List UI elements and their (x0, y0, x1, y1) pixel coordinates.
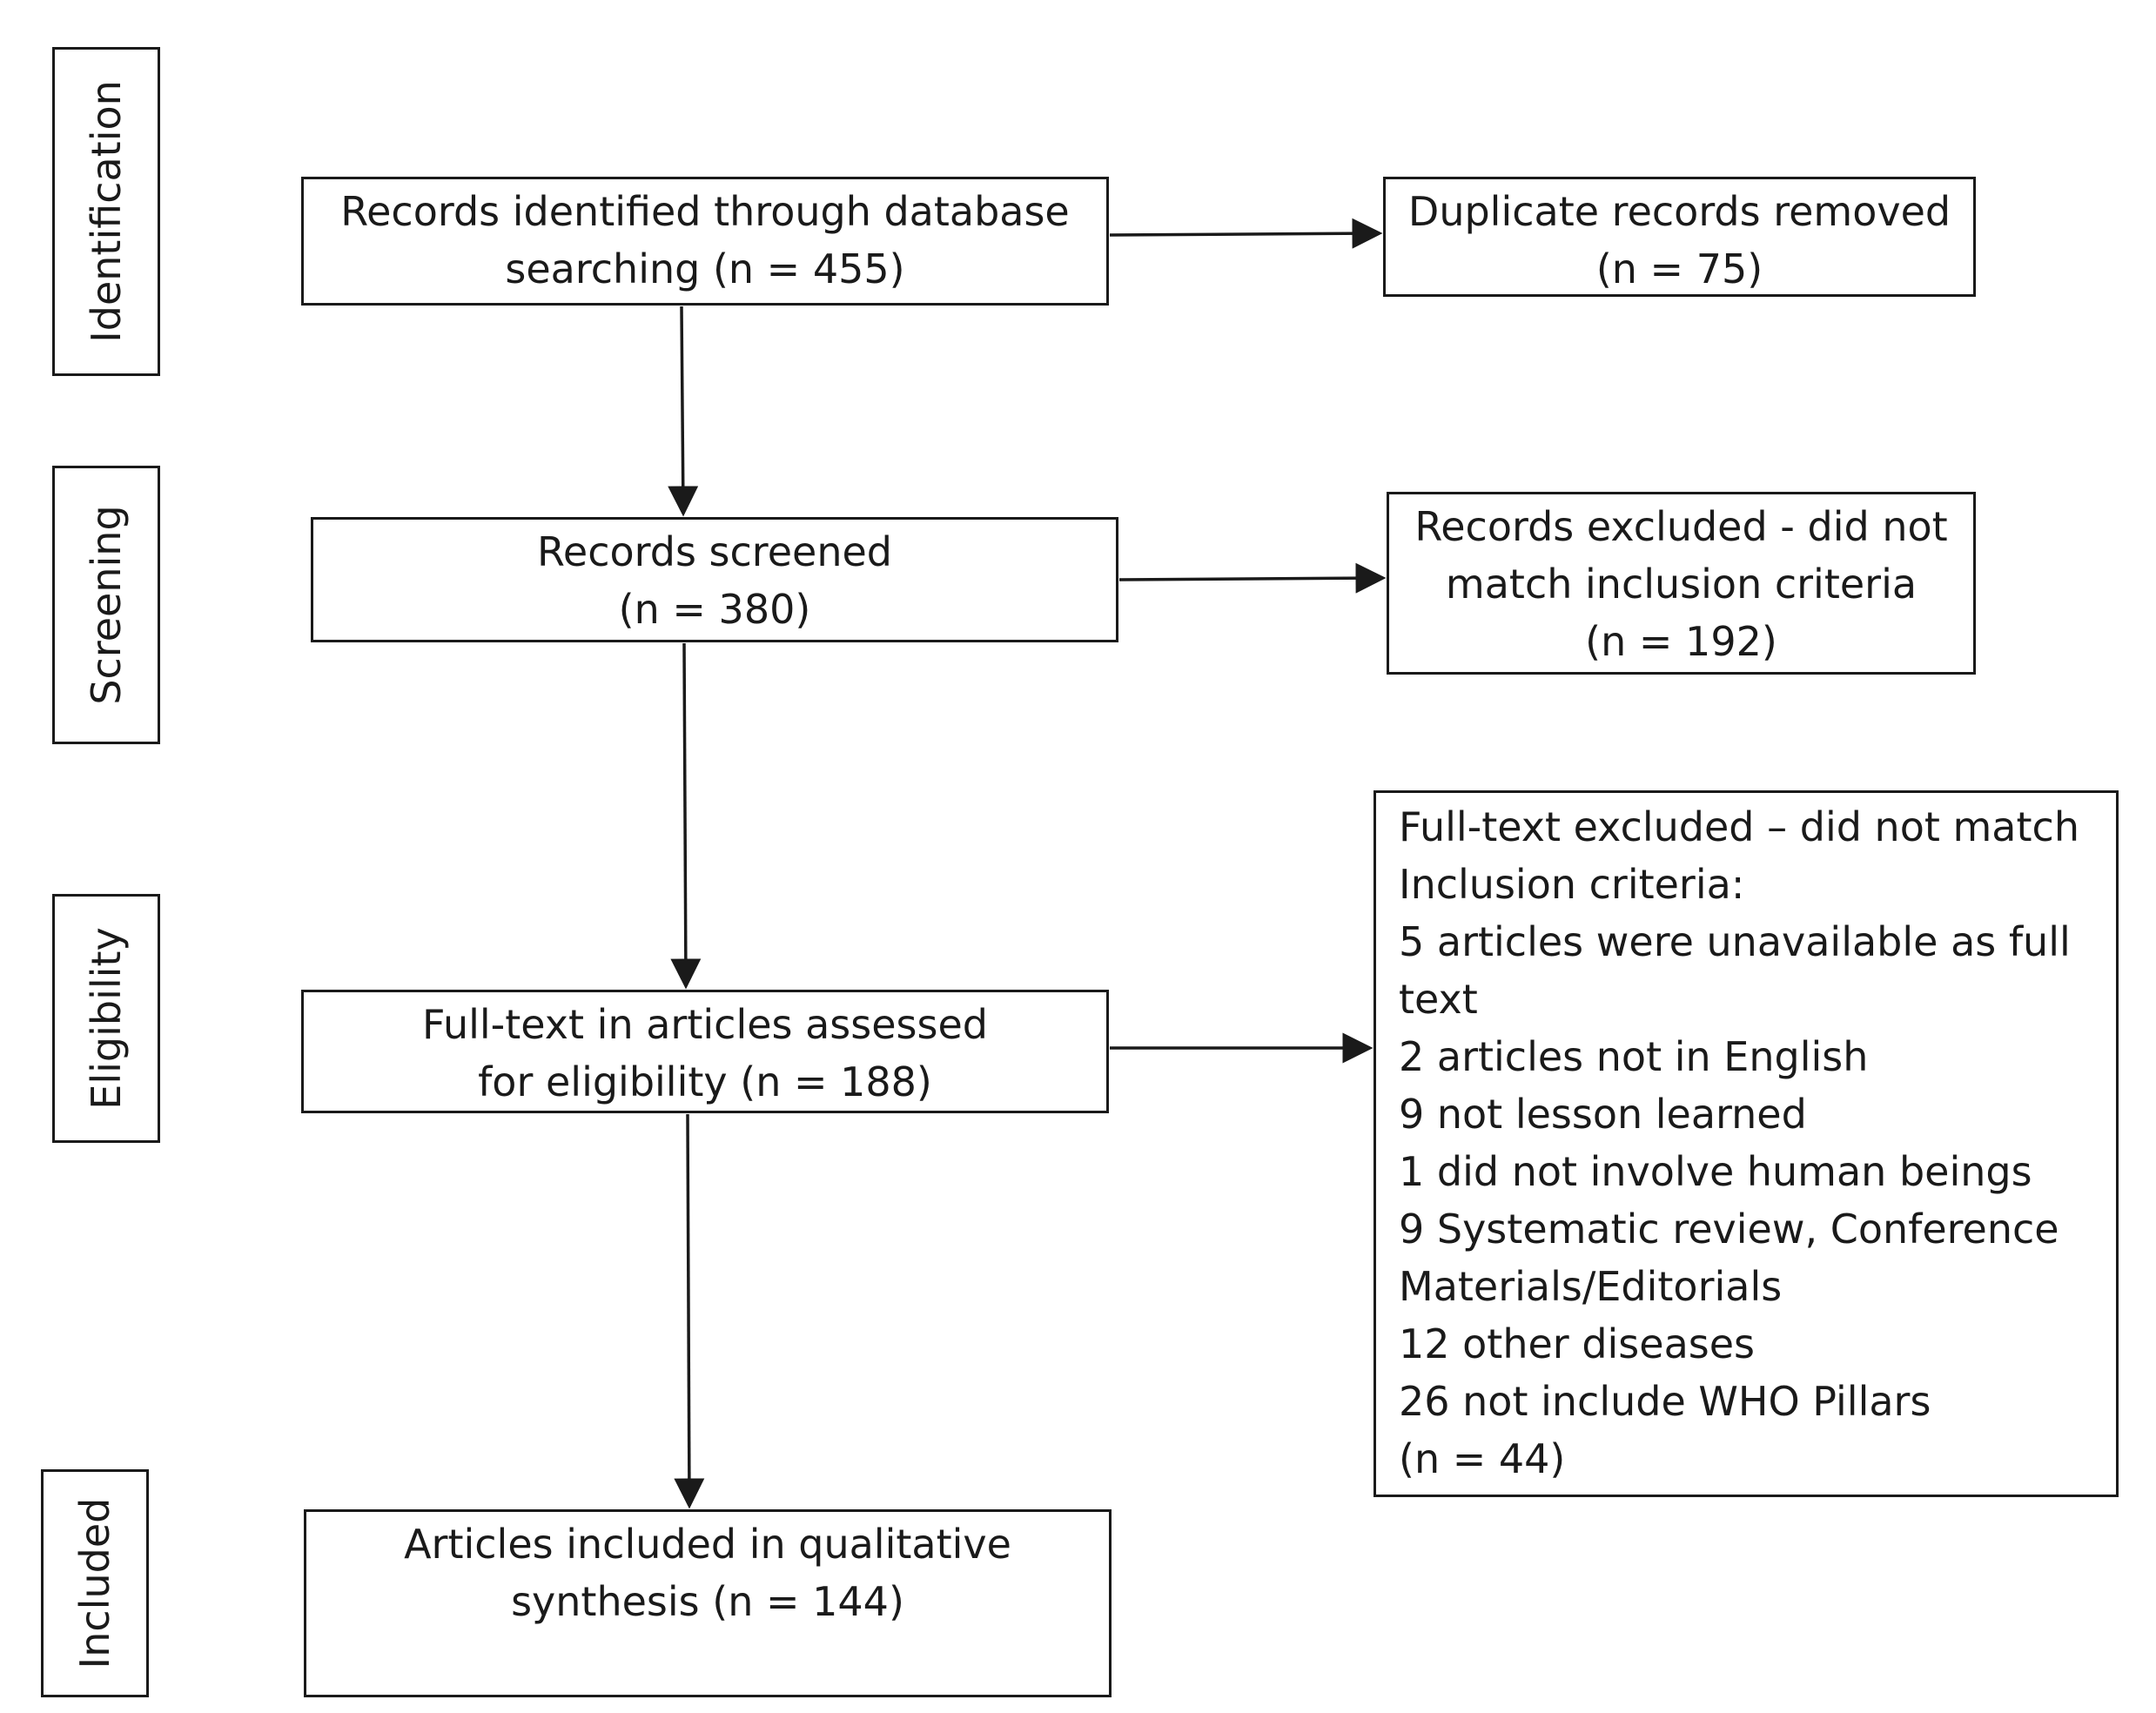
records-excluded-line-2: match inclusion criteria (1445, 561, 1918, 608)
records-screened-box: Records screened (n = 380) (311, 517, 1118, 642)
fulltext-excluded-box: Full-text excluded – did not match Inclu… (1374, 790, 2119, 1497)
phase-included-label: Included (71, 1497, 118, 1669)
arrow-screened-to-fulltext (670, 642, 702, 990)
duplicates-removed-line-1: Duplicate records removed (1407, 188, 1951, 235)
fulltext-excluded-line: (n = 44) (1399, 1435, 1566, 1482)
phase-eligibility: Eligibility (52, 894, 160, 1143)
phase-eligibility-label: Eligibility (83, 927, 130, 1110)
fulltext-excluded-line: 9 not lesson learned (1399, 1091, 1807, 1138)
fulltext-excluded-line: text (1399, 976, 1478, 1023)
fulltext-excluded-line: Full-text excluded – did not match (1399, 803, 2079, 850)
fulltext-excluded-line: 5 articles were unavailable as full (1399, 918, 2071, 965)
fulltext-excluded-line: 2 articles not in English (1399, 1033, 1869, 1080)
duplicates-removed-line-2: (n = 75) (1595, 245, 1763, 292)
phase-identification: Identification (52, 47, 160, 376)
phase-screening: Screening (52, 466, 160, 744)
records-identified-box: Records identified through database sear… (301, 177, 1109, 306)
articles-included-box: Articles included in qualitative synthes… (304, 1509, 1112, 1697)
arrow-screened-to-excluded (1118, 562, 1387, 594)
duplicates-removed-box: Duplicate records removed (n = 75) (1383, 177, 1976, 297)
records-screened-line-2: (n = 380) (618, 586, 811, 633)
fulltext-excluded-line: 9 Systematic review, Conference (1399, 1206, 2059, 1253)
records-excluded-box: Records excluded - did not match inclusi… (1387, 492, 1976, 675)
fulltext-excluded-line: Materials/Editorials (1399, 1263, 1783, 1310)
arrow-fulltext-to-included (674, 1113, 705, 1509)
fulltext-excluded-line: Inclusion criteria: (1399, 861, 1745, 908)
fulltext-assessed-box: Full-text in articles assessed for eligi… (301, 990, 1109, 1113)
articles-included-line-2: synthesis (n = 144) (511, 1578, 904, 1625)
fulltext-assessed-line-1: Full-text in articles assessed (422, 1001, 988, 1048)
phase-identification-label: Identification (83, 80, 130, 343)
records-excluded-line-1: Records excluded - did not (1414, 503, 1948, 550)
fulltext-excluded-line: 1 did not involve human beings (1399, 1148, 2032, 1195)
records-screened-line-1: Records screened (537, 528, 892, 575)
records-excluded-line-3: (n = 192) (1585, 618, 1777, 665)
articles-included-line-1: Articles included in qualitative (404, 1521, 1011, 1568)
arrow-identified-to-duplicates (1109, 218, 1383, 249)
phase-screening-label: Screening (83, 505, 130, 705)
fulltext-excluded-line: 12 other diseases (1399, 1320, 1755, 1367)
phase-included: Included (41, 1469, 149, 1697)
fulltext-assessed-line-2: for eligibility (n = 188) (478, 1058, 932, 1105)
records-identified-line-1: Records identified through database (340, 188, 1070, 235)
arrow-identified-to-screened (668, 306, 699, 517)
records-identified-line-2: searching (n = 455) (505, 245, 905, 292)
fulltext-excluded-line: 26 not include WHO Pillars (1399, 1378, 1931, 1425)
